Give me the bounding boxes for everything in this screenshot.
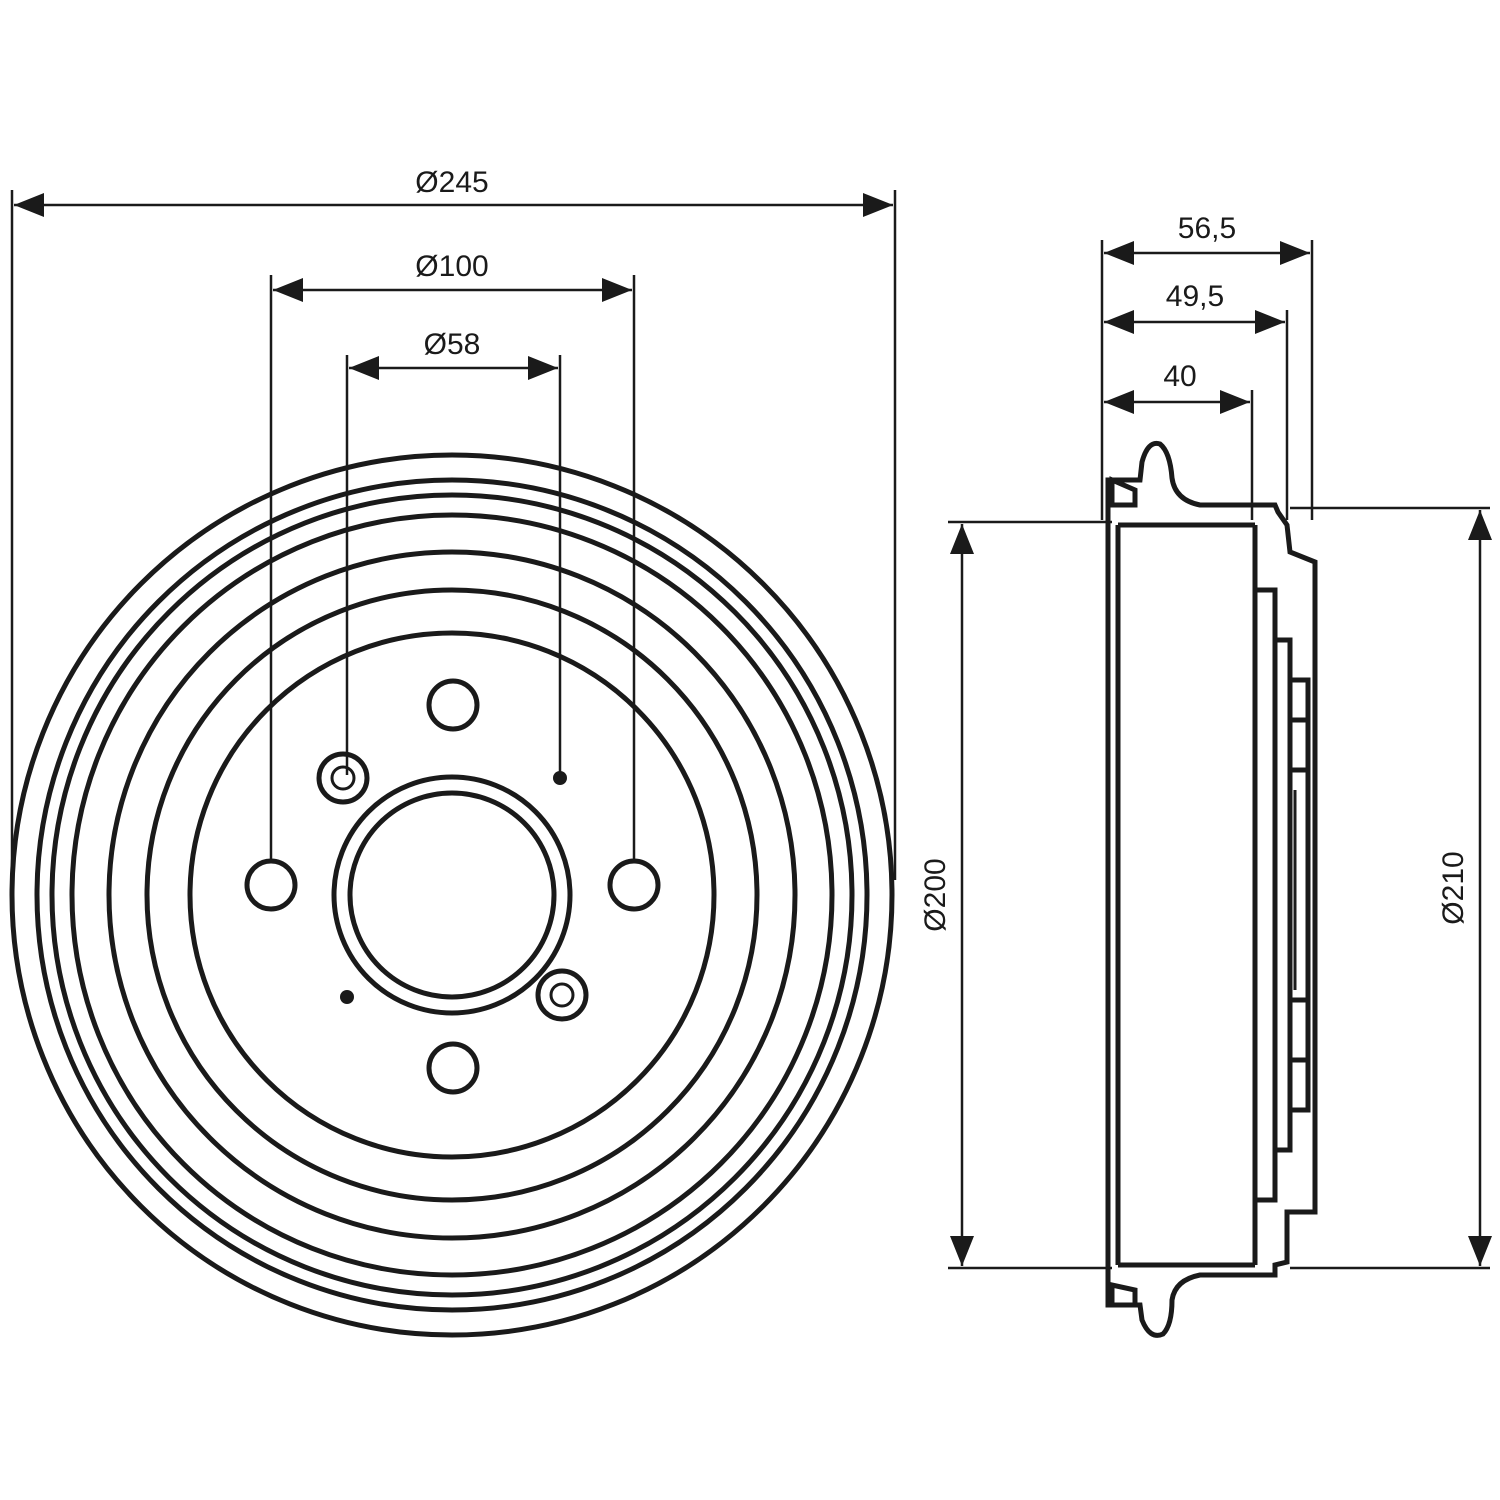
flange-diameter-label: Ø210 <box>1437 851 1470 924</box>
hub-bore-label: Ø58 <box>424 328 481 361</box>
bolt-circle-label: Ø100 <box>415 250 488 283</box>
mid-width-label: 49,5 <box>1166 280 1224 313</box>
front-view: Ø245 Ø100 Ø58 <box>9 166 897 1338</box>
hub-face-circle <box>187 630 717 1160</box>
center-bore-inner <box>347 790 557 1000</box>
locating-screw-lower-outer <box>535 968 589 1022</box>
bolt-hole-bottom <box>426 1041 480 1095</box>
drum-inner-diameter-label: Ø200 <box>919 858 952 931</box>
locating-screw-upper-outer <box>316 751 370 805</box>
center-bore-outer <box>331 774 573 1016</box>
rim-ring-1 <box>34 477 870 1313</box>
rim-ring-3 <box>69 512 835 1278</box>
locating-screw-upper-inner <box>330 765 356 791</box>
inner-width-label: 40 <box>1163 360 1196 393</box>
rim-ring-5 <box>144 587 760 1203</box>
locating-screw-lower-inner <box>549 982 575 1008</box>
outer-diameter-label: Ø245 <box>415 166 488 199</box>
side-view: 56,5 49,5 40 Ø200 Ø210 <box>919 212 1492 1338</box>
outer-rim-circle <box>9 452 895 1338</box>
rim-ring-4 <box>106 549 798 1241</box>
bolt-hole-left <box>244 858 298 912</box>
bolt-hole-top <box>426 678 480 732</box>
total-width-label: 56,5 <box>1178 212 1236 245</box>
pin-mark-upper <box>553 771 567 785</box>
pin-mark-lower <box>340 990 354 1004</box>
hub-flange-steps <box>1255 587 1311 1203</box>
rim-ring-2 <box>49 492 855 1298</box>
drum-side-profile <box>1105 440 1318 1338</box>
bolt-hole-right <box>607 858 661 912</box>
